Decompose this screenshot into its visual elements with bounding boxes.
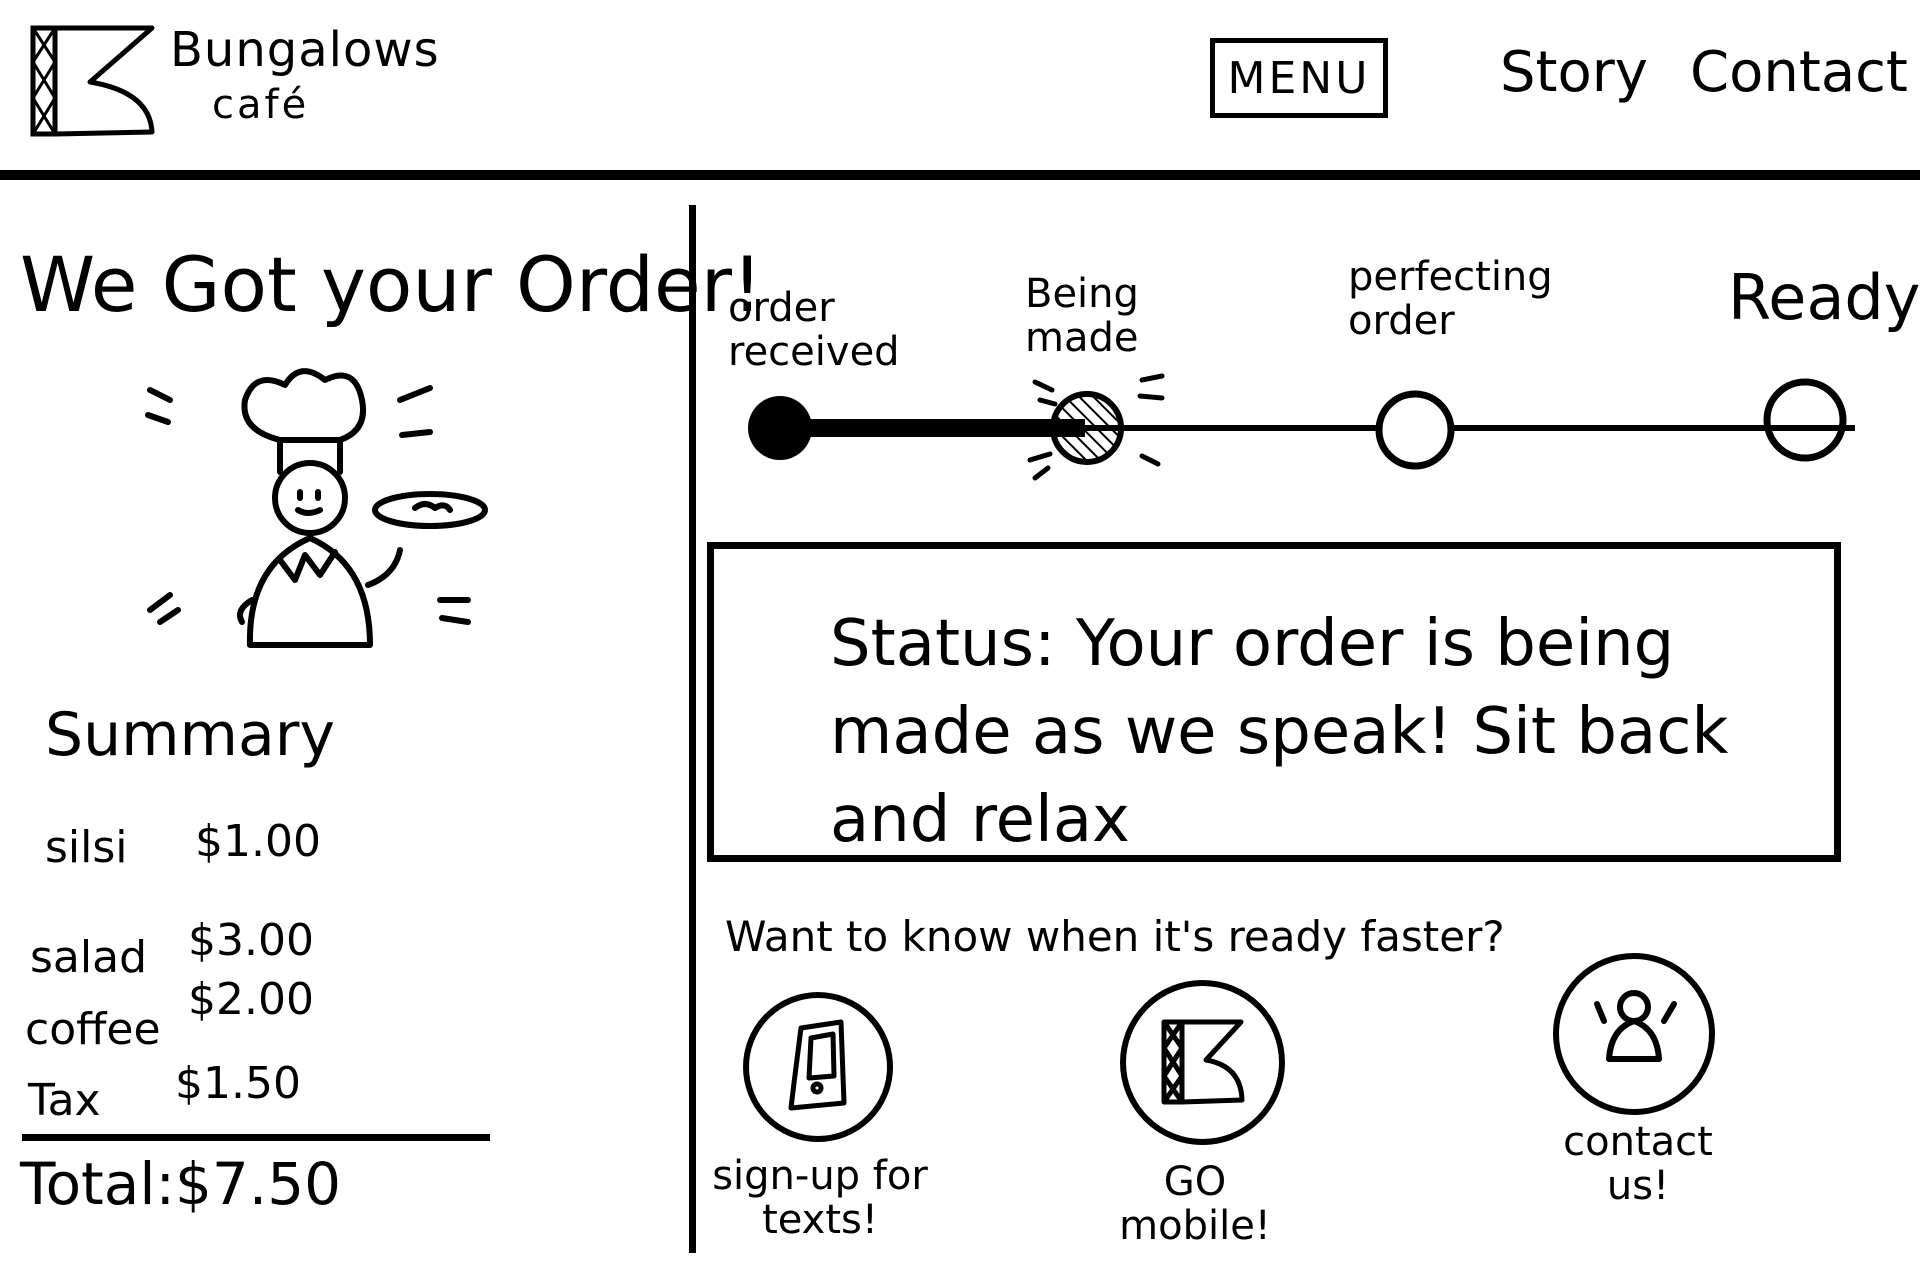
summary-item-price: $1.00	[195, 816, 321, 867]
summary-item-name: salad	[30, 932, 148, 983]
order-progress-tracker	[748, 373, 1855, 481]
summary-item-price: $2.00	[188, 974, 314, 1025]
person-icon	[1594, 990, 1677, 1062]
brand-name: Bungalows	[170, 22, 440, 78]
status-box	[707, 542, 1841, 862]
step-label-ready: Ready!	[1728, 261, 1920, 334]
order-confirmation-title: We Got your Order!	[20, 240, 763, 329]
status-message: Status: Your order is being made as we s…	[830, 607, 1729, 857]
bungalows-logo-icon	[1161, 1019, 1245, 1105]
step-label-order-received: order received	[728, 285, 900, 375]
panel-divider	[689, 205, 696, 1253]
contact-us-label[interactable]: contact us!	[1563, 1119, 1713, 1209]
summary-item-name: silsi	[45, 822, 128, 873]
contact-us-button[interactable]	[1553, 953, 1715, 1115]
go-mobile-button[interactable]	[1120, 980, 1285, 1145]
signup-texts-button[interactable]	[743, 992, 893, 1142]
phone-icon	[788, 1019, 847, 1111]
nav-menu-link[interactable]: MENU	[1210, 38, 1388, 118]
header-divider	[0, 170, 1920, 180]
signup-texts-label[interactable]: sign-up for texts!	[712, 1153, 928, 1243]
summary-title: Summary	[45, 700, 335, 770]
summary-item-name: coffee	[25, 1004, 161, 1055]
step-marker-current	[1050, 391, 1124, 465]
summary-item-price: $3.00	[188, 915, 314, 966]
summary-item-price: $1.50	[175, 1058, 301, 1109]
step-marker-done	[748, 396, 812, 460]
nav-story-link[interactable]: Story	[1500, 40, 1648, 105]
go-mobile-label[interactable]: GO mobile!	[1119, 1159, 1271, 1249]
total-divider	[22, 1134, 490, 1141]
step-marker-pending	[1375, 390, 1455, 470]
step-marker-pending	[1763, 378, 1847, 462]
nav-contact-link[interactable]: Contact	[1690, 40, 1908, 105]
summary-item-name: Tax	[28, 1075, 101, 1126]
order-total: Total:$7.50	[20, 1150, 342, 1218]
brand-subtitle: café	[212, 82, 310, 128]
notify-question: Want to know when it's ready faster?	[725, 912, 1505, 961]
chef-illustration	[145, 368, 488, 648]
step-label-being-made: Being made	[1025, 271, 1139, 361]
bungalows-logo[interactable]	[30, 22, 160, 140]
step-label-perfecting-order: perfecting order	[1348, 254, 1553, 344]
